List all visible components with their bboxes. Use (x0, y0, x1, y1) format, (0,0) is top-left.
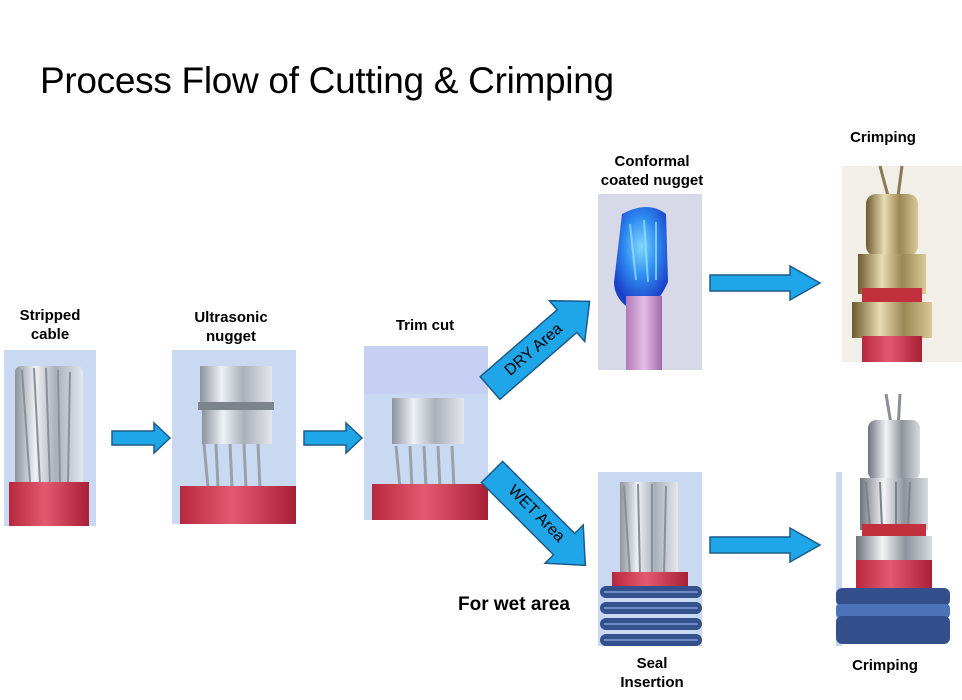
photo-conformal-coated-nugget (598, 194, 702, 370)
seal-rings-crimped (836, 588, 950, 644)
arrow-ultrasonic-to-trim (303, 421, 364, 455)
arrow-conformal-to-crimping (709, 264, 822, 302)
label-conformal-coated-nugget: Conformal coated nugget (600, 153, 704, 189)
arrow-wet-area (480, 460, 587, 567)
label-trim-cut: Trim cut (395, 317, 455, 334)
label-crimping-bottom: Crimping (852, 657, 918, 674)
photo-seal-insertion (598, 472, 702, 646)
seal-rings (600, 586, 702, 646)
label-ultrasonic-nugget: Ultrasonic nugget (194, 309, 268, 345)
wet-area-note: For wet area (458, 594, 570, 615)
photo-crimping-bottom (836, 393, 950, 646)
arrow-seal-to-crimping (709, 526, 822, 564)
photo-trim-cut (364, 346, 488, 520)
label-seal-insertion: Seal Insertion (620, 655, 684, 691)
arrow-stripped-to-ultrasonic (111, 421, 172, 455)
photo-ultrasonic-nugget (172, 350, 296, 524)
label-stripped-cable: Stripped cable (19, 307, 81, 343)
page-title: Process Flow of Cutting & Crimping (40, 60, 614, 101)
label-crimping-top: Crimping (850, 129, 916, 146)
arrow-dry-area (479, 299, 591, 401)
photo-stripped-cable (4, 350, 96, 526)
photo-crimping-top (842, 165, 962, 362)
